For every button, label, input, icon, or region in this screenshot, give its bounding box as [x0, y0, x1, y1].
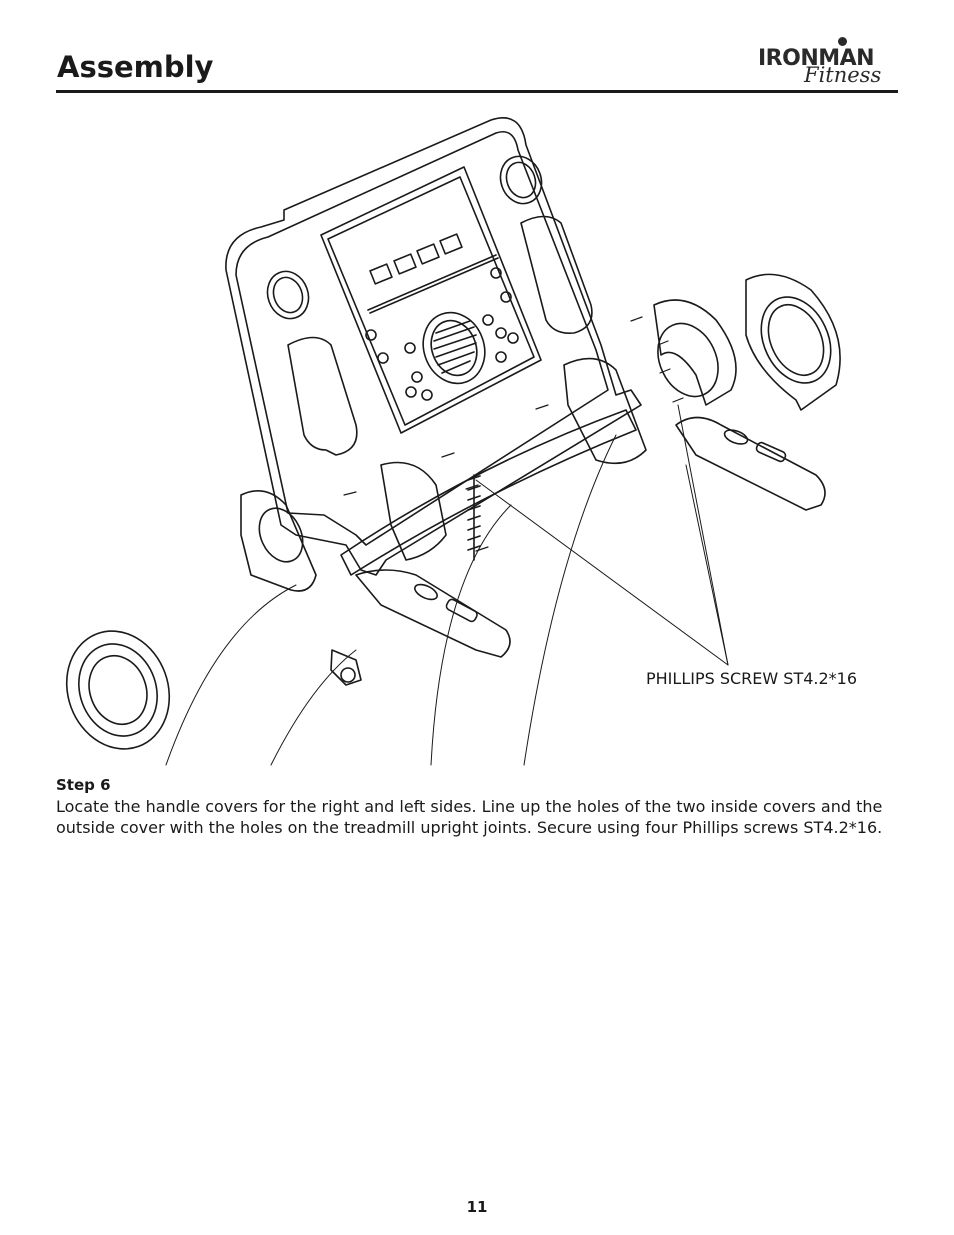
inside-cover-left [380, 461, 447, 561]
console-frame [225, 117, 642, 576]
screw-callout-label: PHILLIPS SCREW ST4.2*16 [646, 669, 858, 688]
guide-line-1 [165, 584, 297, 766]
guide-line-3 [430, 504, 512, 766]
speaker-right [499, 155, 543, 205]
grip-right [520, 215, 593, 335]
logo-dot-icon [838, 37, 847, 46]
step-heading: Step 6 [56, 776, 111, 794]
loose-cover-left [65, 630, 171, 750]
handle-grip-left [355, 569, 511, 658]
console-frame-inner [235, 131, 609, 546]
handle-tube [340, 409, 637, 576]
outside-cover-left [240, 489, 317, 592]
handle-grip-right [675, 416, 826, 511]
ironman-fitness-logo: IRONMAN Fitness [752, 36, 900, 92]
logo-wordmark: IRONMAN [758, 46, 875, 71]
assembly-illustration [65, 117, 841, 766]
outside-cover-right [653, 299, 737, 406]
grip-left [287, 336, 358, 456]
fan-grill [422, 311, 486, 385]
guide-line-4 [523, 434, 617, 766]
callout-leader-3 [677, 404, 729, 666]
page-title: Assembly [57, 50, 214, 84]
step-instructions: Locate the handle covers for the right a… [56, 797, 883, 837]
guide-line-2 [270, 649, 357, 766]
header-divider [56, 90, 898, 93]
callout-leader-1 [475, 479, 729, 666]
inside-cover-right [563, 357, 647, 465]
adjust-knob [330, 649, 362, 686]
callout-leader-2 [685, 464, 729, 666]
page-number: 11 [466, 1198, 488, 1216]
phillips-screws [343, 316, 684, 552]
speaker-left [266, 270, 310, 320]
display-panel-inner [327, 176, 535, 426]
logo-script: Fitness [804, 63, 882, 87]
handle-cover-far-right [745, 273, 841, 411]
display-panel [320, 166, 542, 434]
